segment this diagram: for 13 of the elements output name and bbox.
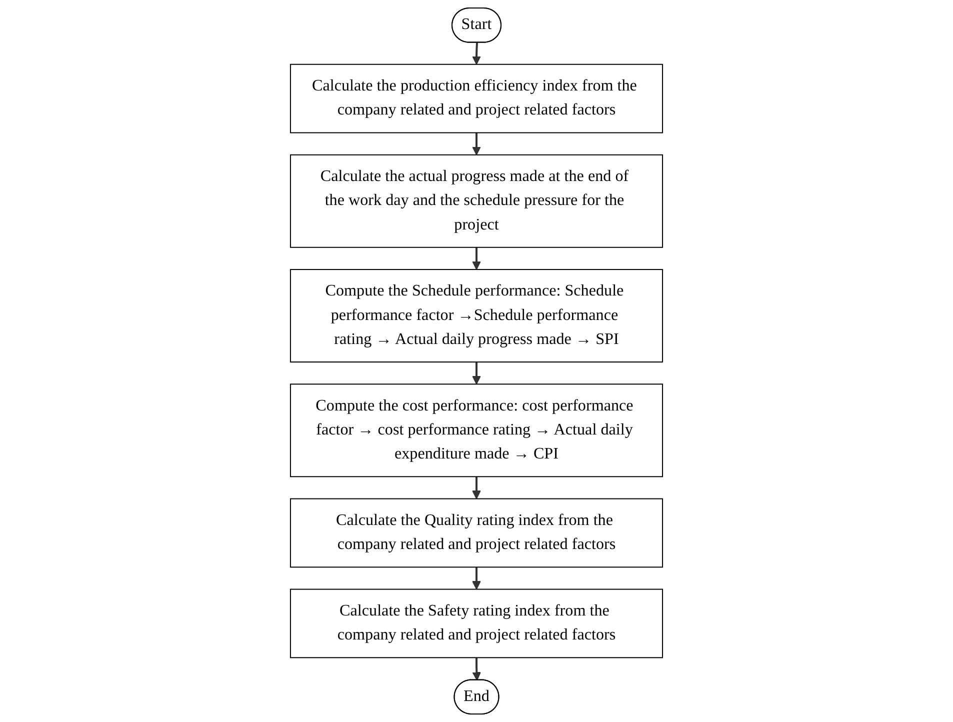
node-box: Compute the cost performance: cost performance factor → cost performance rating → Actual daily expenditure made → CPI (290, 384, 664, 478)
arrow (472, 476, 481, 500)
node-box: Calculate the actual progress made at the end of the work day and the schedule pressure for the project (290, 154, 664, 248)
arrow (472, 567, 481, 590)
arrow (472, 42, 481, 65)
node-box: Calculate the production efficiency index from the company related and project related factors (290, 64, 664, 134)
arrow (472, 132, 481, 156)
node-box: Calculate the Safety rating index from the company related and project related factors (290, 588, 664, 658)
arrow (472, 362, 481, 385)
node-box: Calculate the Quality rating index from the company related and project related factors (290, 498, 664, 568)
arrow (472, 247, 481, 270)
arrow (472, 658, 482, 681)
node-box: Compute the Schedule performance: Schedule performance factor →Schedule performance rating → Actual daily progress made → SPI (290, 269, 664, 362)
